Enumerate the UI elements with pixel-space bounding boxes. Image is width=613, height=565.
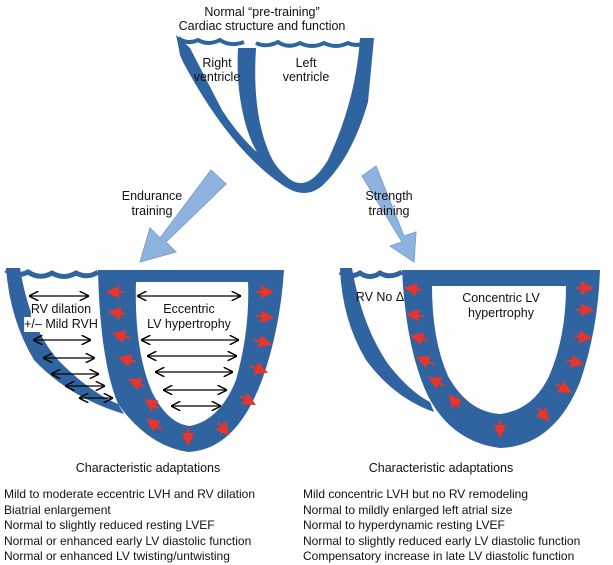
strength-red-arrows: [403, 281, 595, 439]
list-item: Mild to moderate eccentric LVH and RV di…: [4, 487, 256, 501]
left-ventricle-label-line2: ventricle: [282, 70, 330, 84]
normal-heart-outer-wall: [176, 35, 374, 193]
endurance-lv-label-line1: Eccentric: [163, 302, 215, 317]
strength-adaptations-list: Mild concentric LVH but no RV remodeling…: [303, 487, 580, 565]
list-item: Normal to mildly enlarged left atrial si…: [303, 502, 513, 517]
list-item: Normal or enhanced early LV diastolic fu…: [4, 533, 252, 548]
endurance-training-label-line2: training: [131, 204, 173, 218]
strength-training-label-line1: Strength: [365, 189, 413, 203]
endurance-heart-rim: [4, 267, 250, 282]
endurance-heart: [4, 267, 284, 452]
list-item: Normal to slightly reduced early LV dias…: [303, 533, 581, 548]
list-item: Normal to hyperdynamic resting LVEF: [303, 518, 505, 532]
list-item: Normal or enhanced LV twisting/untwistin…: [4, 549, 230, 563]
right-ventricle-label-line2: ventricle: [193, 70, 241, 84]
strength-heart-rv-wall: [340, 268, 434, 412]
list-item: Normal to slightly reduced resting LVEF: [4, 518, 215, 532]
endurance-rv-label-line2: +/– Mild RVH: [24, 317, 98, 332]
endurance-arrow: [139, 169, 227, 263]
strength-adaptations-heading: Characteristic adaptations: [368, 461, 514, 475]
right-ventricle-label-line1: Right: [202, 56, 232, 70]
normal-heart: [176, 35, 374, 193]
list-item: Compensatory increase in late LV diastol…: [303, 549, 575, 563]
endurance-lv-label-line2: LV hypertrophy: [147, 317, 231, 332]
strength-heart-rim: [338, 269, 568, 283]
strength-rv-label: RV No Δ: [355, 290, 405, 304]
endurance-adaptations-list: Mild to moderate eccentric LVH and RV di…: [4, 487, 255, 565]
strength-lv-label-line2: hypertrophy: [467, 306, 535, 320]
strength-training-label-line2: training: [368, 204, 410, 218]
endurance-red-arrows: [105, 285, 275, 447]
endurance-adaptations-heading: Characteristic adaptations: [75, 461, 221, 475]
endurance-rv-label-line1: RV dilation: [30, 302, 92, 317]
normal-heart-septum: [237, 48, 286, 182]
normal-heart-title-line2: Cardiac structure and function: [178, 19, 346, 33]
list-item: Mild concentric LVH but no RV remodeling: [303, 487, 528, 501]
normal-heart-title-line1: Normal “pre-training”: [204, 5, 320, 19]
strength-arrow: [361, 165, 417, 263]
strength-lv-label-line1: Concentric LV: [462, 291, 540, 305]
normal-heart-top-rim: [176, 36, 372, 48]
strength-heart: [338, 268, 600, 448]
endurance-training-label-line1: Endurance: [121, 189, 183, 203]
endurance-double-arrows: [30, 296, 240, 406]
list-item: Biatrial enlargement: [4, 502, 111, 517]
left-ventricle-label-line1: Left: [295, 56, 317, 70]
endurance-heart-lv-wall: [98, 270, 284, 452]
